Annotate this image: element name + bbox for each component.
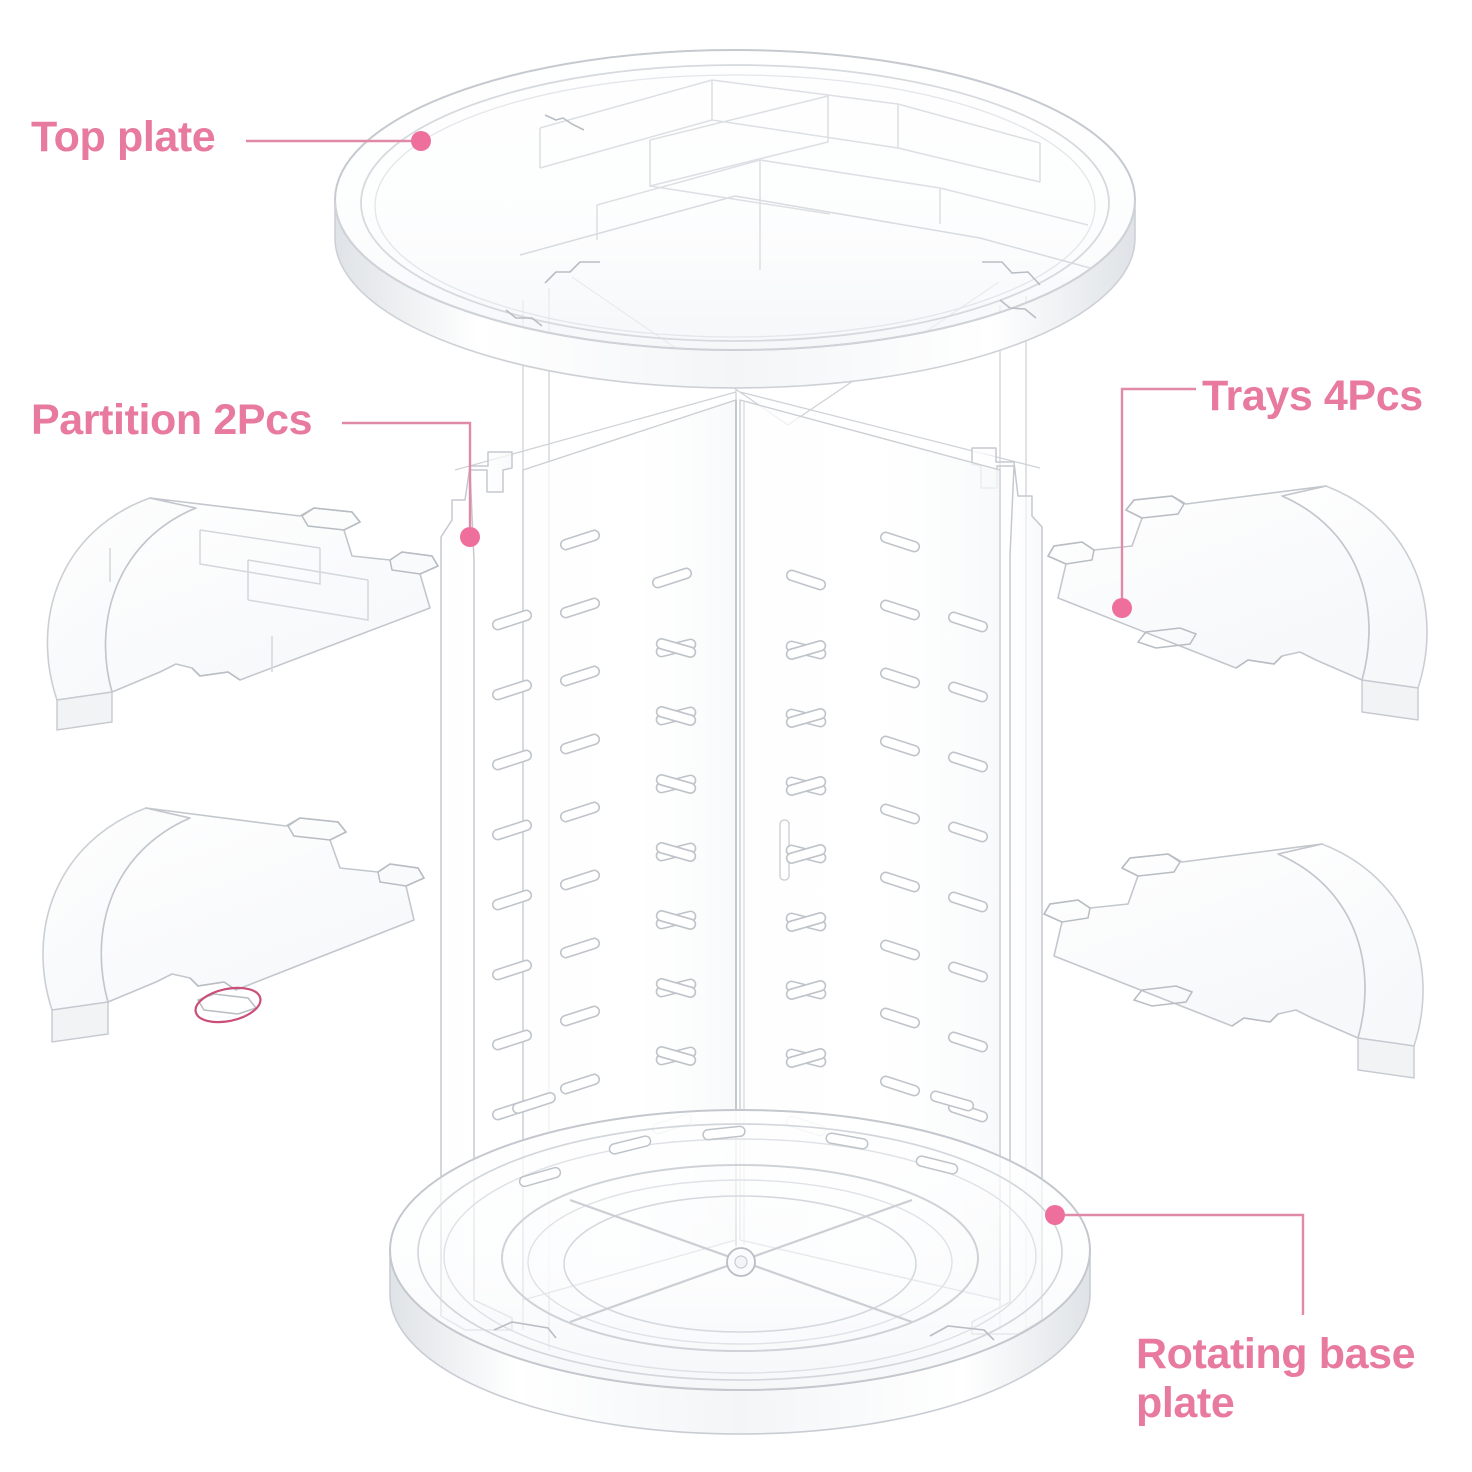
base-plate-slots (512, 1090, 975, 1188)
top-plate-notches (505, 114, 1041, 327)
top-plate (334, 49, 1136, 389)
dot-partition (460, 527, 480, 547)
rotating-base-plate (389, 1090, 1091, 1435)
partition-slot-column-c (650, 566, 698, 1136)
dot-trays (1112, 598, 1132, 618)
label-partition: Partition 2Pcs (31, 396, 313, 444)
annotation-dots (411, 131, 1132, 1225)
annotation-leaders (246, 139, 1305, 1315)
label-trays: Trays 4Pcs (1202, 372, 1423, 420)
label-top-plate: Top plate (31, 113, 216, 161)
label-rotating-base-plate: Rotating base plate (1136, 1330, 1416, 1428)
leader-partition (342, 421, 472, 527)
dot-top-plate (411, 131, 431, 151)
detail-highlight-ellipse (194, 986, 262, 1024)
dot-base-plate (1045, 1205, 1065, 1225)
tray-top-right (1046, 485, 1428, 721)
leader-trays (1120, 387, 1196, 598)
tray-bottom-right (1042, 843, 1424, 1079)
leader-base-plate (1065, 1213, 1305, 1315)
top-plate-compartments (519, 79, 1091, 270)
center-partition-assembly (440, 276, 1043, 1352)
tray-top-left (46, 497, 440, 731)
tray-bottom-left (42, 807, 426, 1043)
